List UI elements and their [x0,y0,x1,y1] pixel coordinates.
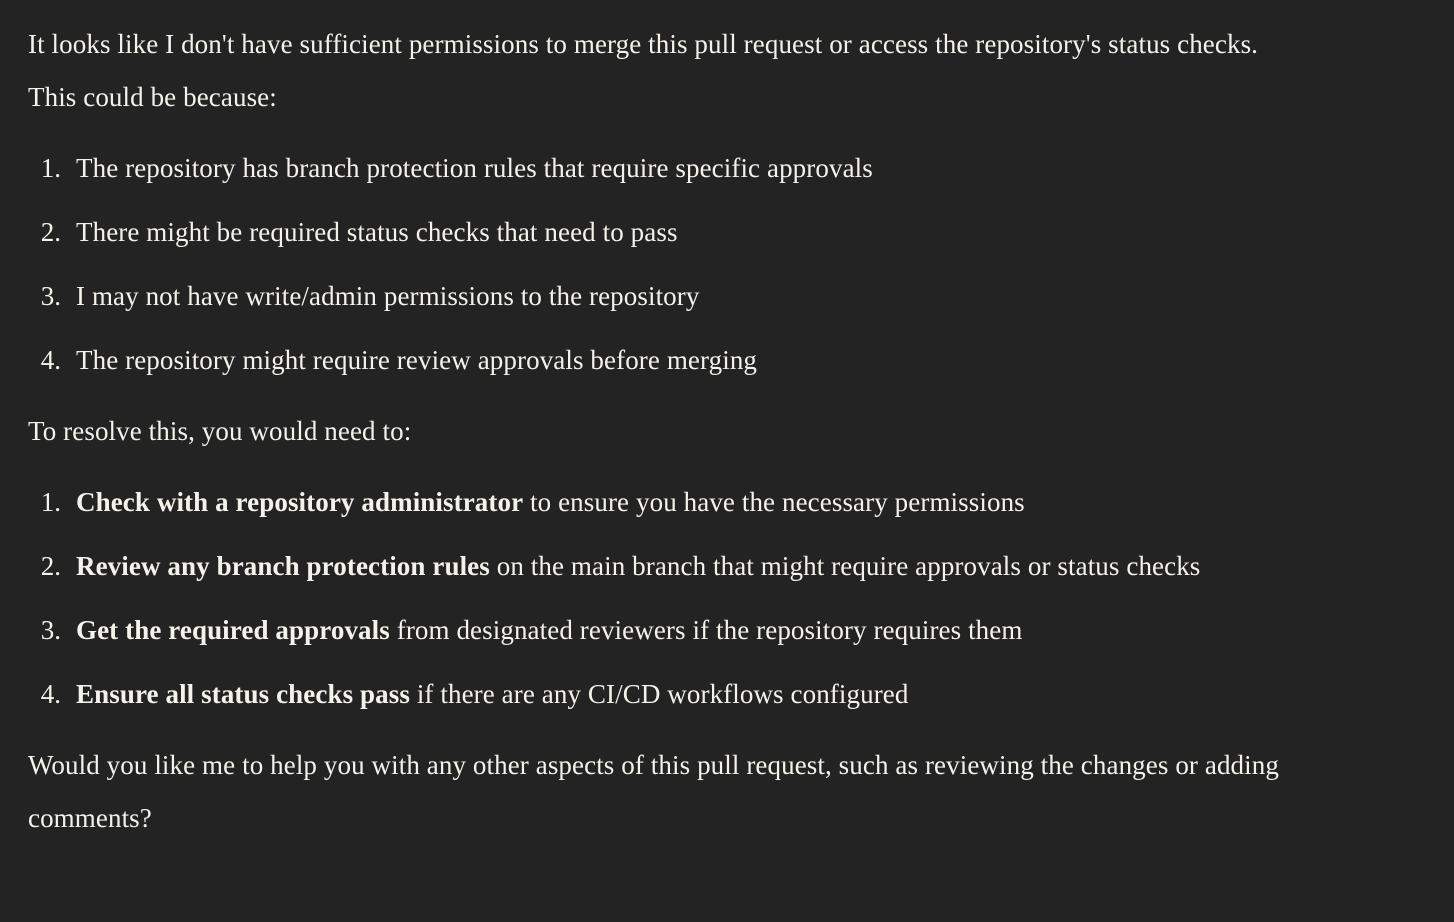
closing-paragraph: Would you like me to help you with any o… [28,750,1279,833]
list-item: The repository might require review appr… [68,334,1394,387]
list-item-text: if there are any CI/CD workflows configu… [409,679,909,709]
list-item: There might be required status checks th… [68,206,1394,259]
list-item: Check with a repository administrator to… [68,476,1394,529]
causes-list: The repository has branch protection rul… [28,142,1394,387]
list-item-bold-lead: Check with a repository administrator [76,487,524,517]
list-item-bold-lead: Ensure all status checks pass [76,679,410,709]
list-item: I may not have write/admin permissions t… [68,270,1394,323]
list-item-bold-lead: Get the required approvals [76,615,390,645]
resolve-heading: To resolve this, you would need to: [28,416,412,446]
list-item: The repository has branch protection rul… [68,142,1394,195]
list-item: Review any branch protection rules on th… [68,540,1394,593]
list-item-text: from designated reviewers if the reposit… [389,615,1023,645]
list-item: Ensure all status checks pass if there a… [68,668,1394,721]
resolution-list: Check with a repository administrator to… [28,476,1394,721]
list-item: Get the required approvals from designat… [68,604,1394,657]
list-item-text: to ensure you have the necessary permiss… [523,487,1025,517]
intro-paragraph: It looks like I don't have sufficient pe… [28,29,1259,112]
list-item-bold-lead: Review any branch protection rules [76,551,490,581]
list-item-text: on the main branch that might require ap… [489,551,1201,581]
